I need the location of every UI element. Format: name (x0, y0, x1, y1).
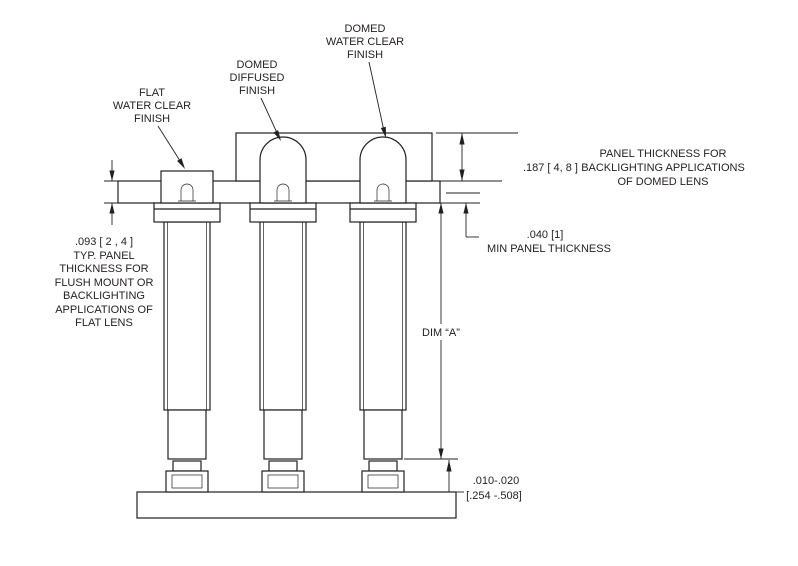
dim-note-line: BACKLIGHTING APPLICATIONS (581, 162, 745, 174)
dim-value: .187 [ 4, 8 ] (523, 162, 578, 174)
indicator-body (163, 221, 211, 411)
indicator-body (359, 221, 407, 411)
dome-lens-cap (359, 136, 407, 204)
arrowhead (177, 158, 185, 169)
led-glyph (276, 183, 290, 201)
arrowhead (380, 126, 386, 138)
dim-note-line: BACKLIGHTING (63, 290, 145, 302)
label-line: DIFFUSED (230, 72, 285, 84)
connector-inner (171, 474, 203, 489)
dim-a-text: DIM “A” (422, 327, 460, 339)
dim-value: .010-.020 (473, 475, 519, 487)
indicator-body-lower (363, 409, 403, 460)
connector-block (361, 470, 405, 493)
dim-value: .093 [ 2 , 4 ] (75, 236, 133, 248)
dim-093-panel-thickness (104, 160, 122, 225)
dim-note-line: APPLICATIONS OF (55, 304, 153, 316)
label-line: FINISH (347, 49, 383, 61)
label-flat: FLAT WATER CLEAR FINISH (113, 87, 191, 125)
arrowhead-up (459, 133, 465, 145)
dim-gap-text: .010-.020 [.254 -.508] (466, 475, 522, 502)
dim-standoff-gap (446, 460, 464, 493)
dim-value: .040 [1] (527, 229, 564, 241)
dim-note-line: MIN PANEL THICKNESS (487, 243, 611, 255)
dim-a-text-mask (415, 324, 467, 340)
domed-clear-indicator (349, 136, 417, 493)
leader-domed-diffused-finish (260, 97, 281, 141)
arrowhead-down (438, 448, 444, 459)
connector-tab (268, 460, 298, 472)
connector-block (261, 470, 305, 493)
indicator-body (259, 221, 307, 411)
led-glyph (180, 183, 194, 201)
led-glyph (376, 183, 390, 201)
arrowhead-up (446, 460, 452, 472)
dim-note-line: OF DOMED LENS (617, 176, 708, 188)
mounting-flange (153, 202, 221, 223)
dim-note-line: FLUSH MOUNT OR (55, 277, 154, 289)
label-line: DOMED (237, 59, 278, 71)
label-line: FINISH (134, 113, 170, 125)
dim-note-line: FLAT LENS (75, 317, 133, 329)
arrowhead-up (438, 203, 444, 214)
dim-040-text: .040 [1] MIN PANEL THICKNESS (487, 229, 611, 255)
mounting-flange (349, 202, 417, 223)
base-plate (136, 491, 457, 519)
connector-tab (368, 460, 398, 472)
connector-inner (367, 474, 399, 489)
leader-line (260, 97, 279, 136)
leader-line (368, 61, 385, 132)
leader-flat-finish (157, 125, 185, 169)
flat-lens-indicator (153, 170, 221, 493)
dim-note-line: THICKNESS FOR (59, 263, 148, 275)
label-line: FINISH (239, 85, 275, 97)
connector-block (165, 470, 209, 493)
label-line: FLAT (139, 87, 165, 99)
arrowhead-down (459, 169, 465, 181)
connector-inner (267, 474, 299, 489)
label-domed-clear: DOMED WATER CLEAR FINISH (326, 23, 404, 61)
dim-187-text: .187 [ 4, 8 ] PANEL THICKNESS FOR BACKLI… (523, 148, 745, 188)
arrowhead-up (463, 203, 469, 214)
arrowhead-up (109, 203, 115, 214)
leader-domed-clear-finish (368, 61, 386, 138)
indicator-body-lower (167, 409, 207, 460)
arrowhead-down (109, 170, 115, 181)
domed-diffused-indicator (249, 136, 317, 493)
dim-040-min-panel (440, 192, 480, 238)
label-domed-diffused: DOMED DIFFUSED FINISH (230, 59, 285, 97)
dim-093-text: .093 [ 2 , 4 ] TYP. PANEL THICKNESS FOR … (55, 236, 154, 329)
label-line: DOMED (345, 23, 386, 35)
dim-metric: [.254 -.508] (466, 490, 522, 502)
dome-lens-cap (259, 136, 307, 204)
flat-lens-cap (160, 170, 214, 204)
dim-187-panel-thickness (436, 132, 518, 182)
label-line: WATER CLEAR (113, 100, 191, 112)
dim-note-line: PANEL THICKNESS FOR (600, 148, 727, 160)
dim-note-line: TYP. PANEL (73, 250, 134, 262)
connector-tab (172, 460, 202, 472)
mounting-flange (249, 202, 317, 223)
dim-a-vertical (404, 203, 467, 460)
indicator-body-lower (263, 409, 303, 460)
leader-line (157, 125, 183, 165)
arrowhead (273, 130, 281, 141)
label-line: WATER CLEAR (326, 36, 404, 48)
